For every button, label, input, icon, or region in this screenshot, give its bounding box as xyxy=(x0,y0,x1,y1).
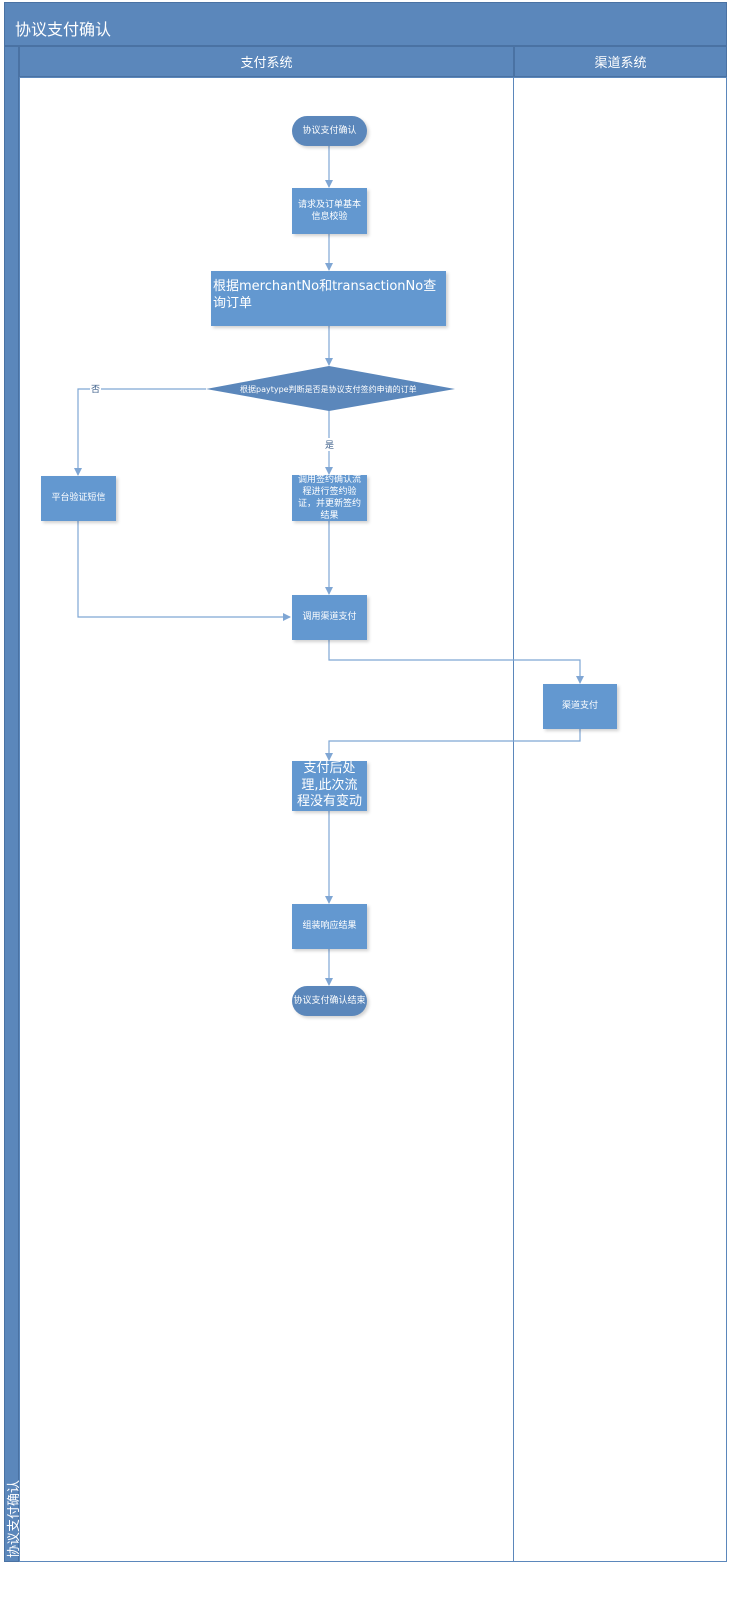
edge-label-no: 否 xyxy=(90,382,102,395)
lane-header-payment: 支付系统 xyxy=(19,46,514,77)
node-sign: 调用签约确认流程进行签约验证，并更新签约结果 xyxy=(292,475,367,521)
node-validate: 请求及订单基本信息校验 xyxy=(292,188,367,234)
edge-channelpay-post xyxy=(325,729,581,761)
node-assemble: 组装响应结果 xyxy=(292,904,367,949)
decision-label: 根据paytype判断是否是协议支付签约申请的订单 xyxy=(240,385,417,394)
node-start: 协议支付确认 xyxy=(292,116,367,146)
node-channel-pay: 渠道支付 xyxy=(543,684,617,729)
edge-sms-call xyxy=(77,521,291,621)
pool-side-band xyxy=(4,46,19,1562)
lane-channel xyxy=(513,77,727,1562)
pool-title-bar: 协议支付确认 xyxy=(4,2,727,46)
node-call-channel: 调用渠道支付 xyxy=(292,595,367,640)
edge-label-yes: 是 xyxy=(324,438,336,451)
edge-call-channelpay xyxy=(328,640,584,684)
node-end: 协议支付确认结束 xyxy=(292,986,367,1016)
node-post-process: 支付后处理,此次流程没有变动 xyxy=(292,761,367,811)
pool-title: 协议支付确认 xyxy=(15,20,112,39)
lane-header-channel: 渠道系统 xyxy=(514,46,727,77)
decision-diamond xyxy=(206,366,455,411)
edge-decision-sms xyxy=(74,388,206,476)
node-sms: 平台验证短信 xyxy=(41,476,116,521)
node-query: 根据merchantNo和transactionNo查询订单 xyxy=(211,271,446,326)
